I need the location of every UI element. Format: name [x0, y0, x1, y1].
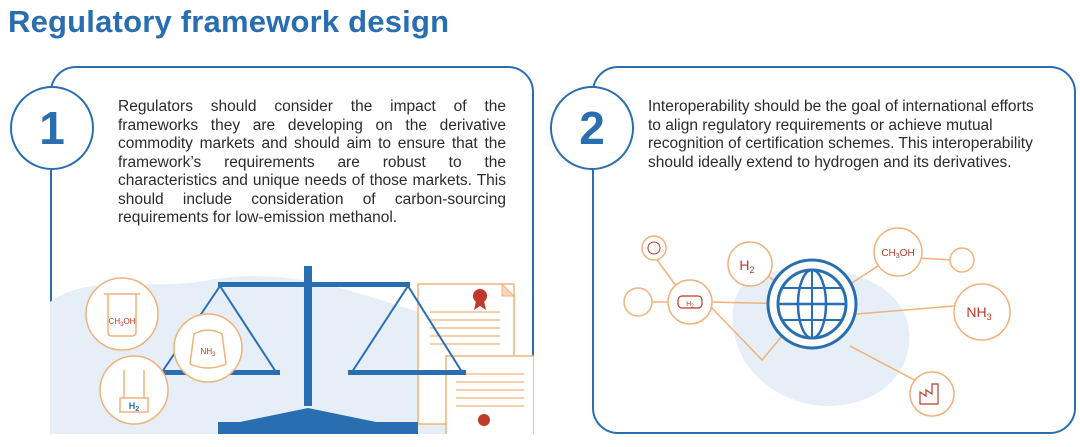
- hydrogen-icon: H2: [727, 241, 773, 287]
- svg-text:H2: H2: [129, 401, 140, 413]
- certificate-documents-icon: [417, 282, 535, 437]
- ammonia-sack-icon: NH3: [173, 313, 243, 383]
- svg-text:NH3: NH3: [966, 304, 991, 322]
- svg-text:H2: H2: [686, 301, 694, 310]
- number-badge-2: 2: [550, 86, 634, 170]
- page-title: Regulatory framework design: [8, 4, 450, 39]
- network-node-icon: [623, 287, 653, 317]
- number-badge-1: 1: [10, 86, 94, 170]
- methanol-beaker-icon: CH3OH: [85, 277, 159, 351]
- ammonia-icon: NH3: [953, 283, 1011, 341]
- panel-1-text: Regulators should consider the impact of…: [118, 98, 506, 226]
- interoperability-network-illustration: H2 H2 CH3OH NH3: [592, 226, 1076, 437]
- panel-2-text: Interoperability should be the goal of i…: [648, 98, 1034, 171]
- svg-text:NH3: NH3: [201, 347, 217, 358]
- network-node-icon: [949, 247, 975, 273]
- methanol-icon: CH3OH: [873, 227, 923, 277]
- globe-icon: [766, 258, 858, 350]
- svg-text:CH3OH: CH3OH: [881, 248, 914, 260]
- hydrogen-wind-icon: H2: [99, 355, 169, 425]
- svg-text:CH3OH: CH3OH: [109, 317, 136, 328]
- balance-scale-illustration: CH3OH NH3 H2: [50, 262, 535, 439]
- factory-icon: [909, 371, 955, 417]
- balance-scale-icon: [158, 266, 466, 434]
- certificate-seal-icon: [641, 235, 667, 261]
- hydrogen-tank-icon: H2: [667, 279, 713, 325]
